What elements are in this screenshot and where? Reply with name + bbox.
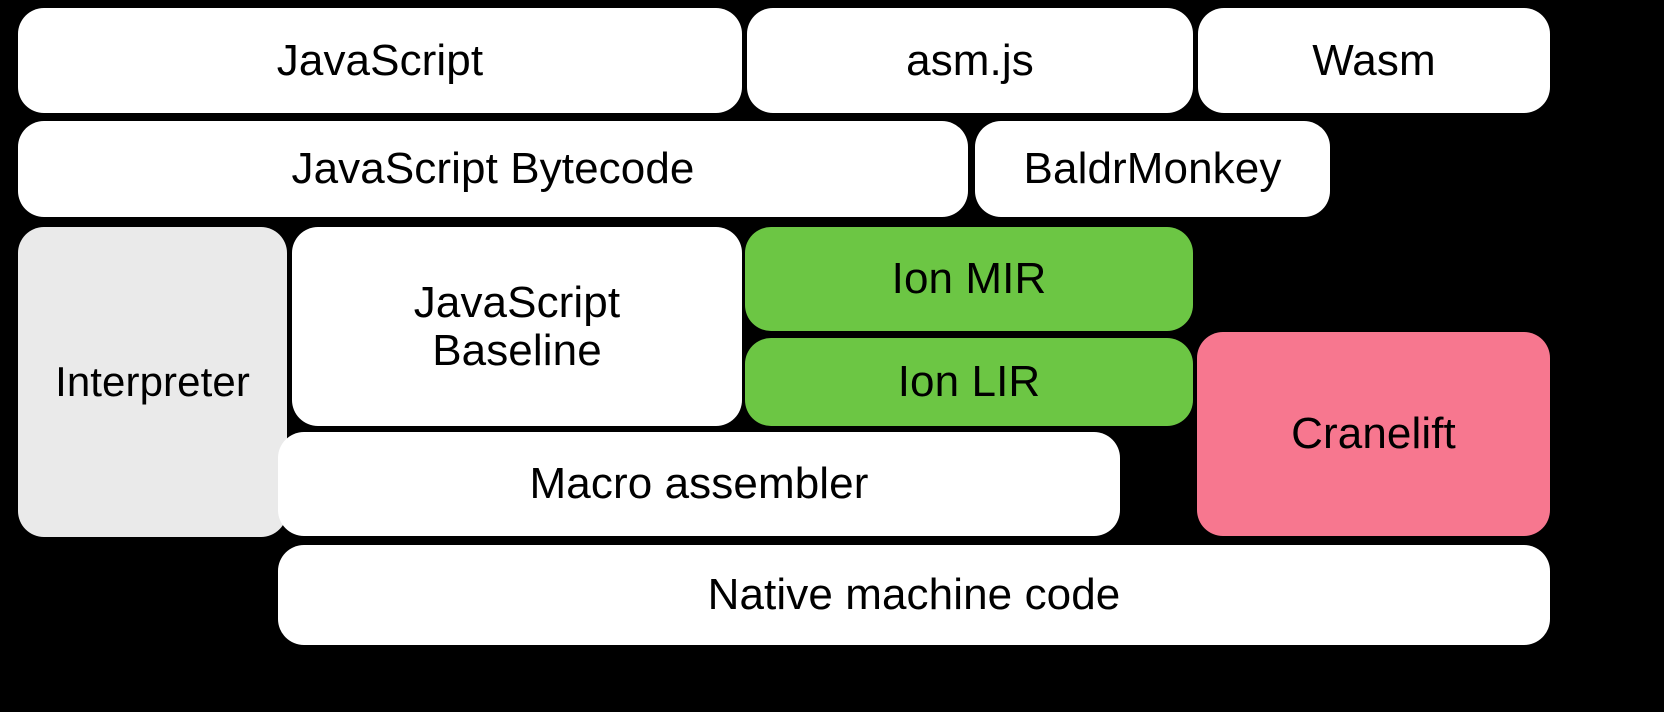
node-wasm: Wasm	[1198, 8, 1550, 113]
node-javascript-baseline: JavaScript Baseline	[292, 227, 742, 426]
node-ion-lir: Ion LIR	[745, 338, 1193, 426]
node-baldrmonkey: BaldrMonkey	[975, 121, 1330, 217]
node-interpreter: Interpreter	[18, 227, 287, 537]
node-cranelift: Cranelift	[1197, 332, 1550, 536]
node-javascript-bytecode: JavaScript Bytecode	[18, 121, 968, 217]
node-javascript: JavaScript	[18, 8, 742, 113]
node-macro-assembler: Macro assembler	[278, 432, 1120, 536]
node-ion-mir: Ion MIR	[745, 227, 1193, 331]
node-native-machine-code: Native machine code	[278, 545, 1550, 645]
node-asm-js: asm.js	[747, 8, 1193, 113]
